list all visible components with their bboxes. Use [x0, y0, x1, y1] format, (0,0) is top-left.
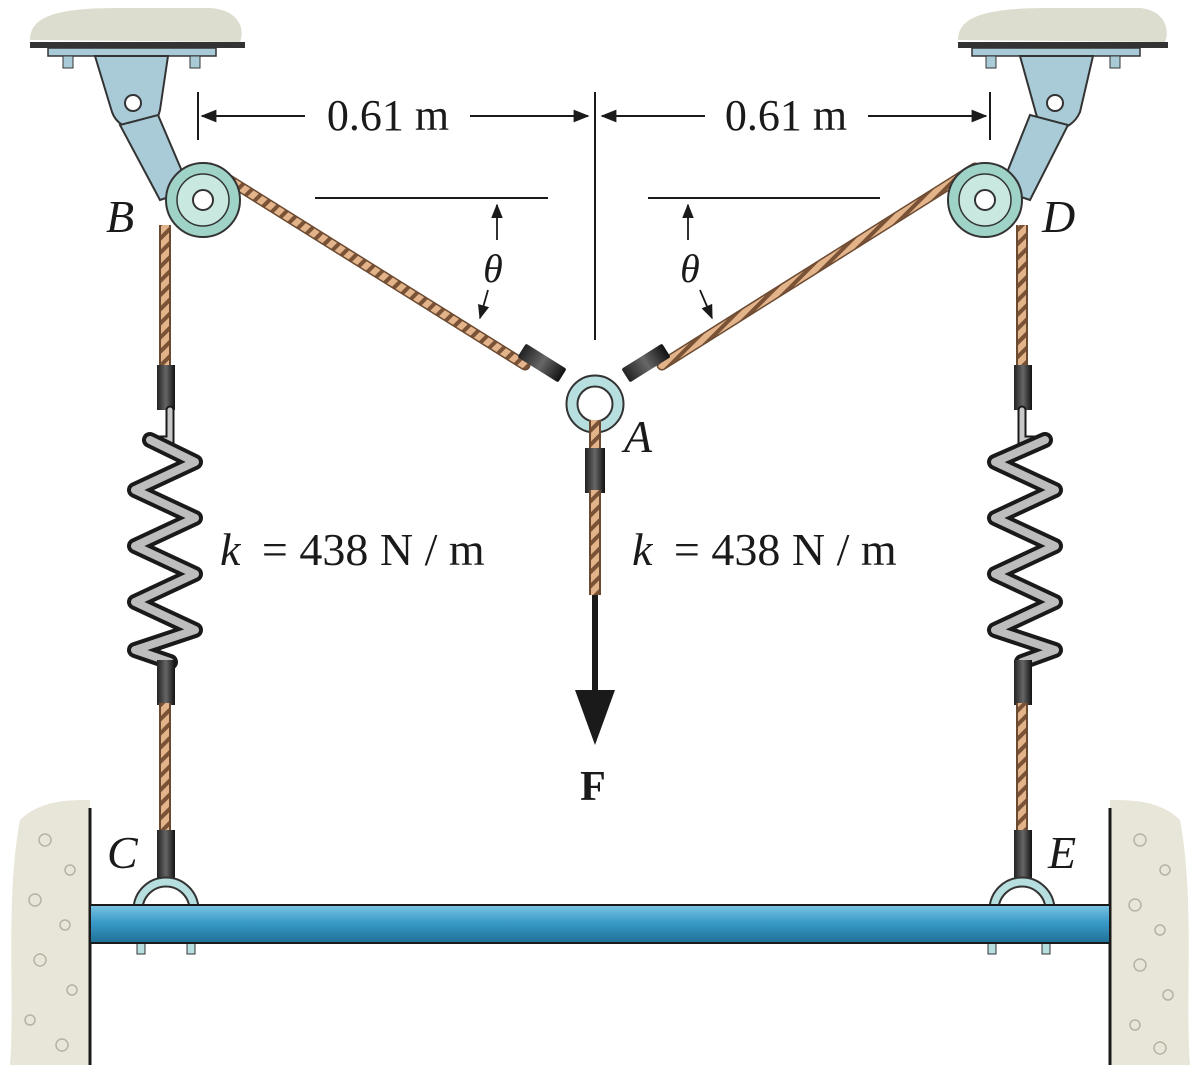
- dimension-left: [197, 92, 590, 140]
- bracket-right: [998, 55, 1095, 202]
- spring-right-bottom-sleeve: [1014, 660, 1032, 705]
- spring-left-bottom-sleeve: [157, 660, 175, 705]
- spring-right: [987, 405, 1063, 670]
- cable-E: [1016, 703, 1028, 833]
- spring-left-k-label: k = 438 N / m: [220, 524, 485, 575]
- sleeve-left: [518, 344, 566, 382]
- force-arrow: [575, 595, 615, 745]
- ground-right: [1108, 800, 1190, 1065]
- sleeve-C: [157, 830, 175, 880]
- angle-arrow-left: [478, 203, 503, 320]
- spring-right-k-symbol: k: [632, 524, 654, 575]
- pulley-B: [165, 162, 241, 238]
- angle-arrow-right: [682, 203, 713, 320]
- point-B-label: B: [106, 191, 134, 242]
- cable-C: [159, 703, 171, 833]
- cable-B-spring: [159, 225, 171, 370]
- point-D-label: D: [1041, 191, 1075, 242]
- spring-left-k-value: = 438 N / m: [262, 524, 485, 575]
- dimension-left-label: 0.61 m: [327, 91, 449, 140]
- cable-AB: [204, 162, 531, 371]
- angle-label-right: θ: [680, 246, 700, 291]
- sleeve-right: [622, 344, 670, 382]
- spring-left: [127, 405, 203, 670]
- pulley-D: [947, 162, 1023, 238]
- support-bar: [89, 904, 1111, 944]
- angle-label-left: θ: [483, 246, 503, 291]
- spring-right-top-sleeve: [1014, 365, 1032, 410]
- eye-bolt-C: [132, 876, 200, 955]
- ceiling-right: [958, 8, 1168, 48]
- dimension-right-label: 0.61 m: [725, 91, 847, 140]
- ceiling-left: [30, 8, 245, 48]
- ground-left: [10, 800, 92, 1065]
- point-E-label: E: [1047, 827, 1076, 878]
- cable-F: [585, 420, 605, 595]
- spring-right-k-value: = 438 N / m: [674, 524, 897, 575]
- point-C-label: C: [107, 827, 139, 878]
- spring-left-k-symbol: k: [220, 524, 242, 575]
- dimension-right: [600, 92, 991, 140]
- spring-right-k-label: k = 438 N / m: [632, 524, 897, 575]
- cable-AD: [656, 162, 981, 371]
- force-label: F: [580, 764, 606, 810]
- spring-left-top-sleeve: [157, 365, 175, 410]
- point-A-label: A: [621, 411, 653, 462]
- sleeve-E: [1014, 830, 1032, 880]
- cable-D-spring: [1016, 225, 1028, 370]
